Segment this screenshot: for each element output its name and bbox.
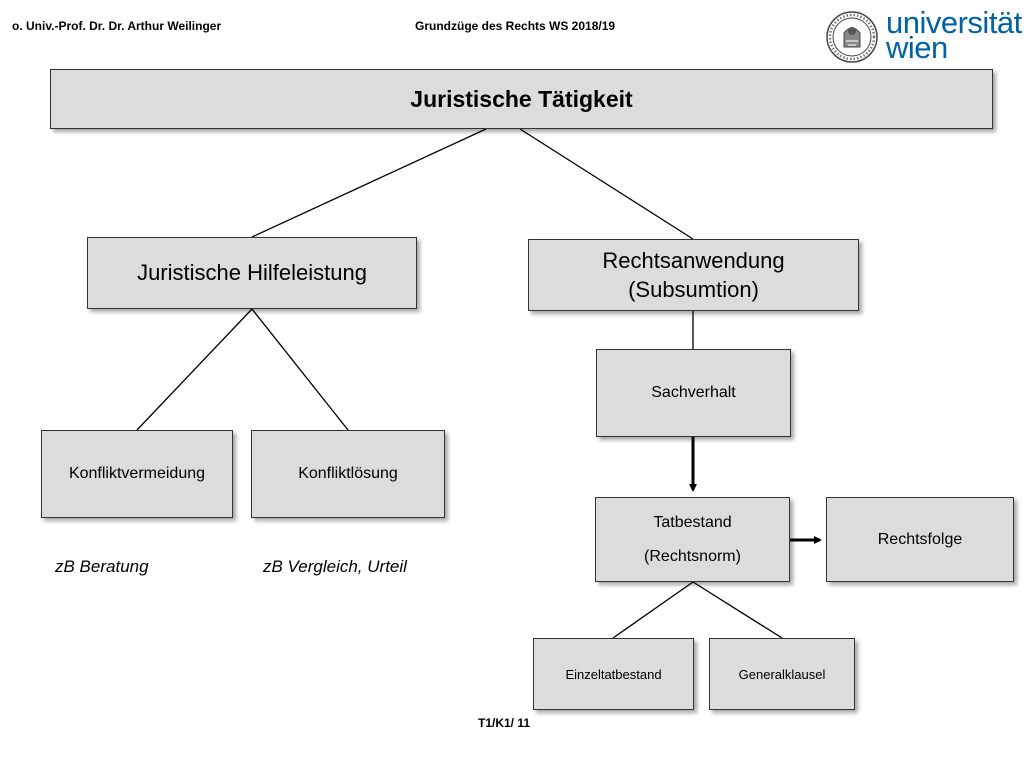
node-konfliktloesung: Konfliktlösung (251, 430, 445, 518)
logo-wordmark-line1: universität (886, 5, 1022, 40)
node-einzeltatbestand: Einzeltatbestand (533, 638, 694, 710)
node-sachverhalt: Sachverhalt (596, 349, 791, 437)
node-rechtsanwendung: Rechtsanwendung (Subsumtion) (528, 239, 859, 311)
course-title-header: Grundzüge des Rechts WS 2018/19 (415, 19, 616, 33)
node-label: Rechtsfolge (877, 530, 963, 548)
node-label: Konfliktvermeidung (68, 465, 206, 482)
university-seal-icon (826, 11, 878, 63)
node-label: Juristische Hilfeleistung (137, 260, 367, 285)
node-label: Generalklausel (738, 666, 826, 682)
node-konfliktvermeidung: Konfliktvermeidung (41, 430, 233, 518)
node-label-line1: Tatbestand (653, 513, 732, 531)
connector-root-rechtsanwendung (519, 128, 694, 240)
node-label-line2: (Subsumtion) (628, 277, 759, 302)
connector-hilfe-konfliktvermeidung (136, 308, 253, 431)
node-label: Konfliktlösung (298, 465, 398, 482)
node-label: Sachverhalt (651, 384, 736, 401)
node-label-line2: (Rechtsnorm) (644, 547, 741, 565)
note-beratung: zB Beratung (55, 557, 149, 576)
node-tatbestand: Tatbestand (Rechtsnorm) (595, 497, 790, 582)
node-label: Juristische Tätigkeit (410, 85, 633, 112)
logo-wordmark-line2: wien (886, 30, 948, 65)
author-header: o. Univ.-Prof. Dr. Dr. Arthur Weilinger (12, 19, 222, 33)
node-generalklausel: Generalklausel (709, 638, 855, 710)
connector-root-hilfeleistung (251, 128, 487, 238)
node-juristische-hilfeleistung: Juristische Hilfeleistung (87, 237, 417, 309)
connector-hilfe-konfliktloesung (251, 308, 349, 431)
note-vergleich-urteil: zB Vergleich, Urteil (263, 557, 407, 576)
node-label-line1: Rechtsanwendung (602, 248, 785, 273)
university-logo: universität wien (826, 7, 1022, 66)
node-juristische-taetigkeit: Juristische Tätigkeit (50, 69, 993, 129)
connector-tatbestand-einzeltatbestand (612, 581, 694, 639)
slide-number: T1/K1/ 11 (478, 716, 531, 730)
connector-tatbestand-generalklausel (692, 581, 783, 639)
node-rechtsfolge: Rechtsfolge (826, 497, 1014, 582)
node-label: Einzeltatbestand (565, 666, 662, 682)
